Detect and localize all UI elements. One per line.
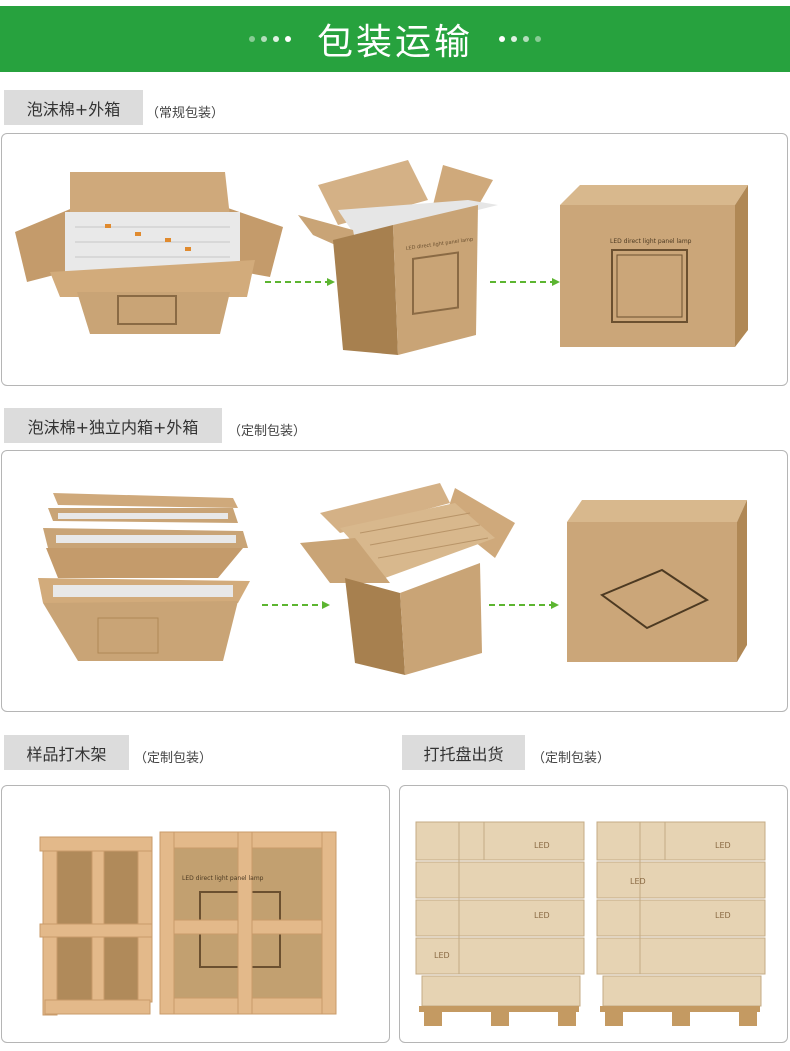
pallet-print-text: LED xyxy=(715,841,731,850)
section-note: （定制包装） xyxy=(134,751,213,766)
arrow-right-icon xyxy=(265,277,335,287)
section-note: （常规包装） xyxy=(146,106,225,121)
decorative-dots-right xyxy=(499,36,541,42)
inner-boxes-stack-image xyxy=(38,493,250,661)
box-print-text: LED direct light panel lamp xyxy=(182,875,264,882)
sealed-carton-image xyxy=(567,500,747,662)
pallet-stack-image: LED LED LED xyxy=(596,821,766,1026)
open-box-with-panels-image xyxy=(15,172,283,334)
box-print-text: LED direct light panel lamp xyxy=(610,238,692,245)
pallet-print-text: LED xyxy=(434,951,450,960)
sealed-carton-image: LED direct light panel lamp xyxy=(560,185,748,347)
section-note: （定制包装） xyxy=(532,751,611,766)
pallet-print-text: LED xyxy=(534,911,550,920)
arrow-right-icon xyxy=(489,600,559,610)
box-with-inner-boxes-image xyxy=(300,483,515,675)
arrow-right-icon xyxy=(262,600,330,610)
section-label-pallet-shipping: 打托盘出货 xyxy=(402,735,525,770)
section-label-foam-outer-box: 泡沫棉+外箱 xyxy=(4,90,143,125)
pallet-stack-image: LED LED LED xyxy=(415,821,585,1026)
pallet-print-text: LED xyxy=(715,911,731,920)
decorative-dots-left xyxy=(248,36,291,42)
wooden-crates-image: LED direct light panel lamp xyxy=(39,831,337,1016)
half-closed-box-image: LED direct light panel lamp xyxy=(298,160,498,355)
pallet-print-text: LED xyxy=(630,877,646,886)
section-label-wooden-frame: 样品打木架 xyxy=(4,735,129,770)
pallet-print-text: LED xyxy=(534,841,550,850)
page-title: 包装运输 xyxy=(316,22,473,63)
section-note: （定制包装） xyxy=(228,424,307,439)
arrow-right-icon xyxy=(490,277,560,287)
section-header: 包装运输 xyxy=(0,6,790,72)
section-label-foam-inner-outer-box: 泡沫棉+独立内箱+外箱 xyxy=(4,408,222,443)
